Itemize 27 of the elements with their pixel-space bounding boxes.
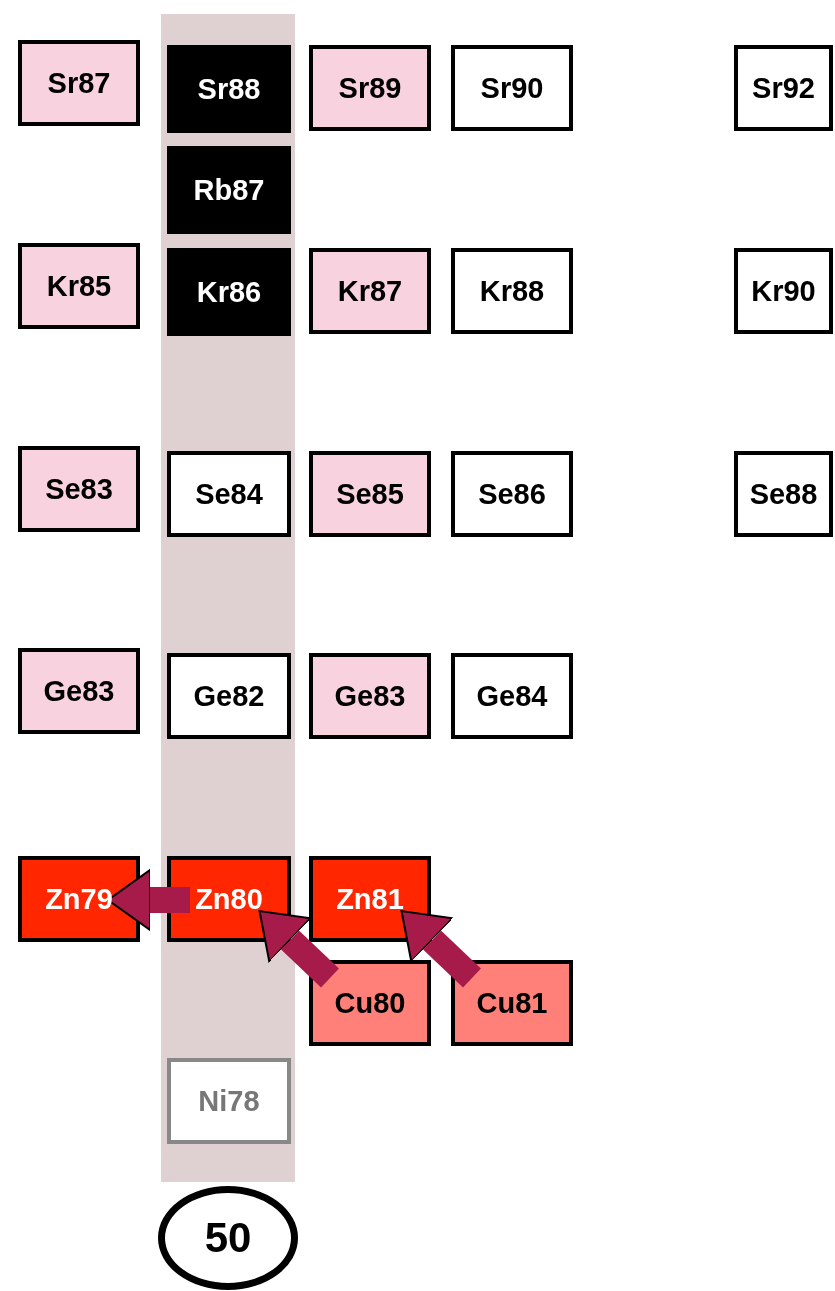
isotope-box: Ge84: [451, 653, 573, 739]
isotope-box: Ge82: [167, 653, 291, 739]
isotope-box: Se84: [167, 451, 291, 537]
isotope-box: Zn81: [309, 856, 431, 942]
isotope-box: Sr92: [734, 45, 833, 131]
isotope-box: Kr87: [309, 248, 431, 334]
isotope-box: Zn79: [18, 856, 140, 942]
isotope-box: Cu81: [451, 960, 573, 1046]
isotope-box: Kr88: [451, 248, 573, 334]
arrow: [258, 910, 339, 988]
isotope-box: Se86: [451, 451, 573, 537]
isotope-box: Kr90: [734, 248, 833, 334]
isotope-box: Se85: [309, 451, 431, 537]
isotope-box: Se88: [734, 451, 833, 537]
isotope-box: Ge83: [309, 653, 431, 739]
stable-isotope-box: Rb87: [167, 146, 291, 234]
isotope-box: Kr85: [18, 243, 140, 329]
isotope-box: Sr87: [18, 40, 140, 126]
isotope-box: Ge83: [18, 648, 140, 734]
stable-isotope-box: Kr86: [167, 248, 291, 336]
isotope-box: Se83: [18, 446, 140, 532]
isotope-box: Sr90: [451, 45, 573, 131]
isotope-box: Sr89: [309, 45, 431, 131]
magic-number-oval: 50: [158, 1186, 298, 1290]
isotope-box: Cu80: [309, 960, 431, 1046]
stable-isotope-box: Sr88: [167, 45, 291, 133]
isotope-box: Ni78: [167, 1058, 291, 1144]
